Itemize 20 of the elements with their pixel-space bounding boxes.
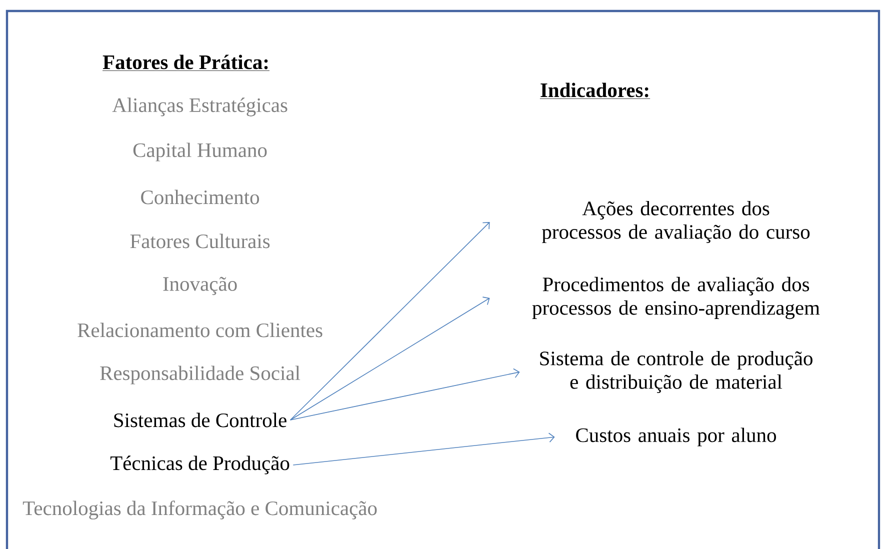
column-heading: Fatores de Prática: (102, 54, 270, 71)
factor-text: Alianças Estratégicas (112, 98, 288, 116)
arrow (292, 432, 555, 466)
arrow (290, 222, 490, 420)
factor-text: Sistemas de Controle (114, 412, 286, 428)
factor-text: Conhecimento (141, 190, 260, 204)
arrow (290, 296, 490, 420)
factor-text: Inovação (163, 276, 237, 296)
indicator-text: Sistema de controle de produção e distribuição de material (540, 350, 812, 394)
factor-text: Fatores Culturais (130, 234, 270, 248)
indicator-text: Custos anuais por aluno (576, 428, 776, 446)
factor-text: Capital Humano (133, 142, 267, 162)
indicator-text: Procedimentos de avaliação dos processos de ensino-aprendizagem (532, 276, 820, 320)
factor-text: Relacionamento com Clientes (78, 322, 322, 338)
factor-text: Tecnologias da Informação e Comunicação (22, 500, 377, 520)
factor-text: Responsabilidade Social (100, 366, 300, 384)
arrow (290, 368, 520, 420)
indicator-text: Ações decorrentes dos processos de avaliação do curso (542, 200, 810, 244)
column-heading: Indicadores: (540, 82, 650, 99)
factor-text: Técnicas de Produção (110, 456, 290, 474)
